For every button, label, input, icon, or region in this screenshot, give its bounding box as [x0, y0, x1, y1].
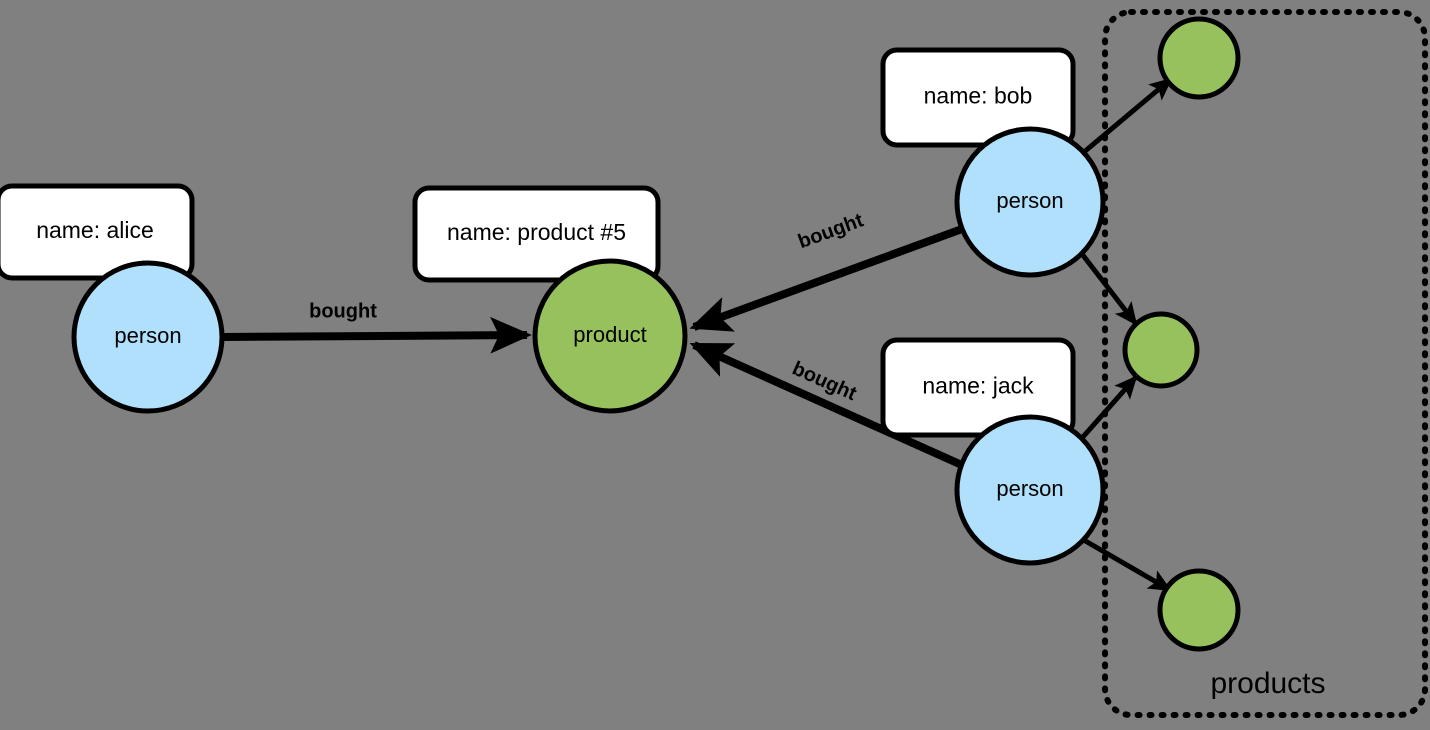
- node-product5[interactable]: product: [532, 258, 688, 414]
- node-product-middle[interactable]: [1122, 311, 1200, 389]
- edge-bob-to-product-top[interactable]: [1082, 77, 1173, 154]
- node-circle-bob: [954, 126, 1106, 278]
- node-product-top[interactable]: [1157, 16, 1241, 100]
- node-circle-product-top: [1157, 16, 1241, 100]
- property-box-shape-product5: [412, 185, 661, 283]
- property-text-jack: name: jack: [922, 373, 1034, 399]
- edge-bob-bought-product[interactable]: [689, 225, 964, 332]
- products-group-border: [1102, 9, 1428, 718]
- products-group[interactable]: products: [1102, 9, 1428, 718]
- edge-jack-to-product-bottom[interactable]: [1080, 536, 1172, 593]
- edge-label-jack-bought-product: bought: [789, 358, 860, 406]
- node-label-product5: product: [573, 322, 646, 347]
- property-text-bob: name: bob: [924, 83, 1033, 109]
- nodes-layer: person product person person: [71, 16, 1241, 652]
- property-box-bob[interactable]: name: bob: [880, 47, 1076, 148]
- property-box-jack[interactable]: name: jack: [880, 337, 1076, 438]
- node-circle-alice: [71, 260, 225, 414]
- property-box-shape-bob: [880, 47, 1076, 148]
- node-circle-product-bottom: [1157, 568, 1241, 652]
- property-text-product5: name: product #5: [447, 219, 626, 245]
- node-circle-jack: [954, 414, 1106, 566]
- edge-jack-bought-product[interactable]: [689, 341, 966, 470]
- property-text-alice: name: alice: [36, 217, 154, 243]
- edge-label-bob-bought-product: bought: [795, 209, 867, 253]
- property-box-shape-jack: [880, 337, 1076, 438]
- property-boxes-layer: name: alice name: product #5 name: bob name…: [0, 47, 1076, 438]
- edges-layer: [222, 77, 1173, 593]
- property-box-shape-alice: [0, 183, 195, 281]
- property-box-product5[interactable]: name: product #5: [412, 185, 661, 283]
- edge-label-alice-bought-product: bought: [309, 300, 377, 322]
- node-label-jack: person: [996, 476, 1063, 501]
- edge-bob-to-product-middle[interactable]: [1080, 252, 1138, 326]
- edge-alice-bought-product[interactable]: [222, 316, 532, 354]
- node-label-alice: person: [114, 323, 181, 348]
- node-jack[interactable]: person: [954, 414, 1106, 566]
- property-box-alice[interactable]: name: alice: [0, 183, 195, 281]
- products-group-label: products: [1210, 667, 1325, 700]
- edge-jack-to-product-middle[interactable]: [1080, 375, 1138, 440]
- node-circle-product-middle: [1122, 311, 1200, 389]
- node-label-bob: person: [996, 188, 1063, 213]
- node-alice[interactable]: person: [71, 260, 225, 414]
- node-circle-product5: [532, 258, 688, 414]
- node-bob[interactable]: person: [954, 126, 1106, 278]
- node-product-bottom[interactable]: [1157, 568, 1241, 652]
